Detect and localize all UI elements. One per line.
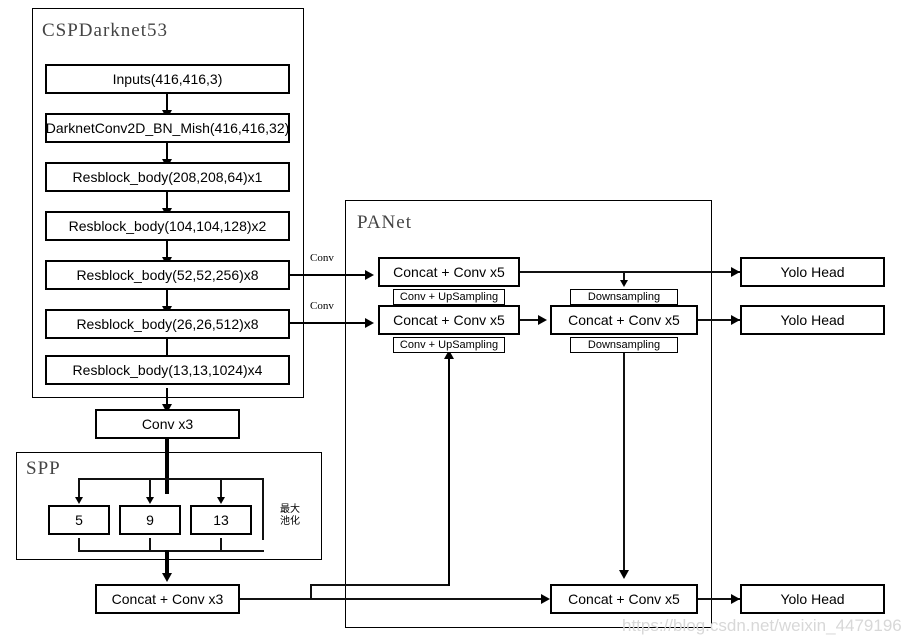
- box-panet-concat-conv-top[interactable]: Concat + Conv x5: [378, 257, 520, 287]
- box-conv-upsampling-top[interactable]: Conv + UpSampling: [393, 289, 505, 305]
- connector-conv-52-to-panet: [290, 274, 368, 276]
- arrowhead-upsample-feed: [444, 350, 454, 359]
- box-yolo-head-1[interactable]: Yolo Head: [740, 257, 885, 287]
- arrowhead-conv-52: [365, 270, 374, 280]
- box-yolo-head-3[interactable]: Yolo Head: [740, 584, 885, 614]
- arrowhead-backbone-to-convx3: [162, 404, 172, 413]
- connector-spp-drop-13: [220, 478, 222, 502]
- edge-label-conv-26: Conv: [310, 300, 334, 312]
- arrowhead-top-concat-to-downsample: [620, 280, 628, 287]
- connector-spp-to-concat3: [165, 550, 169, 578]
- arrowhead-mid-concat-to-right-concat: [538, 315, 547, 325]
- connector-mid-concat-to-right-concat: [520, 319, 542, 321]
- box-inputs[interactable]: Inputs(416,416,3): [45, 64, 290, 94]
- connector-spp-bus-right: [262, 478, 264, 540]
- group-cspdarknet53-title: CSPDarknet53: [42, 20, 168, 41]
- connector-bottom-concat-to-head3: [698, 598, 740, 600]
- connector-concat3-to-bottom-concat5: [240, 598, 548, 600]
- connector-spp-fanout-bus: [78, 478, 264, 480]
- connector-spp-drop-5: [78, 478, 80, 502]
- group-spp-title: SPP: [26, 458, 61, 479]
- box-pool-13[interactable]: 13: [190, 505, 252, 535]
- group-panet-title: PANet: [357, 212, 412, 233]
- connector-conv-26-to-panet: [290, 322, 368, 324]
- arrowhead-right-concat-to-head2: [731, 315, 740, 325]
- connector-convx3-to-spp: [165, 439, 169, 494]
- connector-spp-merge-13: [220, 538, 222, 552]
- arrowhead-conv-26: [365, 318, 374, 328]
- box-downsampling-top[interactable]: Downsampling: [570, 289, 678, 305]
- box-pool-5[interactable]: 5: [48, 505, 110, 535]
- arrowhead-down-to-bottom-concat: [619, 570, 629, 579]
- connector-backbone-6: [166, 339, 168, 358]
- box-concat-conv-x3[interactable]: Concat + Conv x3: [95, 584, 240, 614]
- arrowhead-bottom-concat-to-head3: [731, 594, 740, 604]
- box-conv-upsampling-bottom[interactable]: Conv + UpSampling: [393, 337, 505, 353]
- connector-spp-drop-9: [149, 478, 151, 502]
- group-panet: [345, 200, 712, 628]
- box-resblock-body-52[interactable]: Resblock_body(52,52,256)x8: [45, 260, 290, 290]
- arrowhead-spp-drop-9: [146, 497, 154, 504]
- connector-spp-merge-bus: [78, 550, 264, 552]
- connector-right-concat-down-to-bottom: [623, 353, 625, 572]
- box-panet-concat-conv-mid[interactable]: Concat + Conv x5: [378, 305, 520, 335]
- watermark-text: https://blog.csdn.net/weixin_44791964: [622, 616, 901, 635]
- spp-maxpool-note-line1: 最大: [280, 504, 300, 515]
- arrowhead-top-concat-to-head1: [731, 267, 740, 277]
- connector-backbone-1: [166, 94, 168, 113]
- connector-spp-merge-9: [149, 538, 151, 552]
- arrowhead-spp-drop-5: [75, 497, 83, 504]
- connector-right-concat-to-head2: [698, 319, 740, 321]
- connector-concat3-branch-stub: [310, 584, 312, 600]
- connector-backbone-4: [166, 241, 168, 260]
- box-resblock-body-208[interactable]: Resblock_body(208,208,64)x1: [45, 162, 290, 192]
- box-pool-9[interactable]: 9: [119, 505, 181, 535]
- edge-label-conv-52: Conv: [310, 252, 334, 264]
- connector-concat3-branch-top: [310, 584, 450, 586]
- box-resblock-body-104[interactable]: Resblock_body(104,104,128)x2: [45, 211, 290, 241]
- connector-backbone-5: [166, 290, 168, 309]
- box-panet-concat-conv-right[interactable]: Concat + Conv x5: [550, 305, 698, 335]
- box-downsampling-bottom[interactable]: Downsampling: [570, 337, 678, 353]
- arrowhead-spp-drop-13: [217, 497, 225, 504]
- box-conv-x3[interactable]: Conv x3: [95, 409, 240, 439]
- connector-backbone-to-convx3: [166, 388, 168, 407]
- group-cspdarknet53: [32, 8, 304, 398]
- connector-top-concat-to-downsample: [623, 271, 625, 283]
- connector-spp-merge-5: [78, 538, 80, 552]
- connector-backbone-2: [166, 143, 168, 162]
- connector-backbone-3: [166, 192, 168, 211]
- connector-upsample-feed-vertical: [448, 352, 450, 586]
- box-resblock-body-26[interactable]: Resblock_body(26,26,512)x8: [45, 309, 290, 339]
- connector-top-concat-right: [520, 271, 740, 273]
- arrowhead-spp-to-concat3: [162, 573, 172, 582]
- spp-maxpool-note-line2: 池化: [280, 516, 300, 527]
- arrowhead-concat3-to-bottom-concat5: [541, 594, 550, 604]
- box-yolo-head-2[interactable]: Yolo Head: [740, 305, 885, 335]
- box-resblock-body-13[interactable]: Resblock_body(13,13,1024)x4: [45, 355, 290, 385]
- box-darknetconv2d-bn-mish[interactable]: DarknetConv2D_BN_Mish(416,416,32): [45, 113, 290, 143]
- group-spp: [16, 452, 322, 560]
- box-panet-concat-conv-bottom[interactable]: Concat + Conv x5: [550, 584, 698, 614]
